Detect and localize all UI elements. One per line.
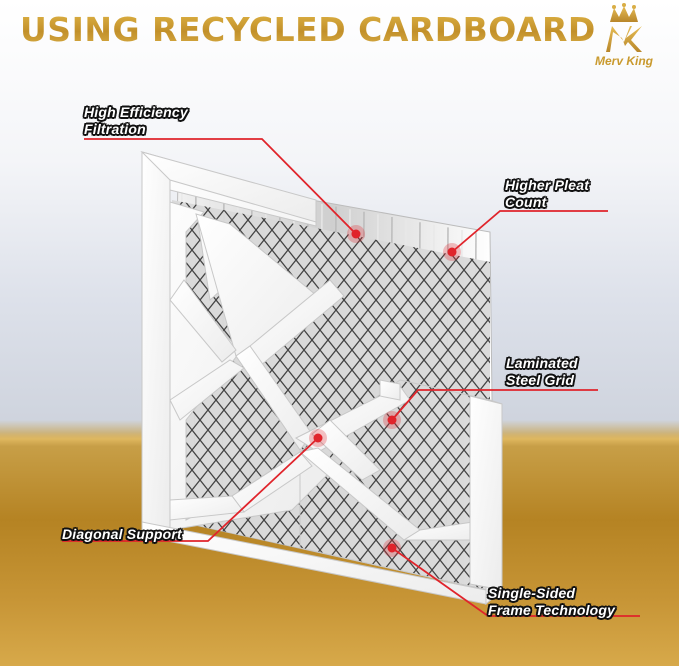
callout-text: Steel Grid (506, 372, 575, 388)
callout-laminated-steel-grid: Laminated Steel Grid (506, 355, 578, 389)
callout-text: Higher Pleat (505, 177, 590, 193)
callout-text: High Efficiency (84, 104, 188, 120)
callout-text: Single-Sided (488, 585, 576, 601)
crown-logo-icon (606, 3, 642, 52)
callout-text: Laminated (506, 355, 578, 371)
callout-diagonal-support: Diagonal Support (62, 526, 182, 543)
callout-text: Frame Technology (488, 602, 616, 618)
callout-single-sided-frame: Single-Sided Frame Technology (488, 585, 615, 619)
callout-lines (62, 138, 640, 617)
callout-text: Diagonal Support (62, 526, 182, 542)
diagonal-supports (140, 151, 503, 606)
brand-name: Merv King (594, 54, 653, 68)
headline: USING RECYCLED CARDBOARD (20, 10, 596, 49)
callout-markers (309, 225, 461, 557)
callout-text: Filtration (84, 121, 146, 137)
callout-high-efficiency-filtration: High Efficiency Filtration (84, 104, 188, 138)
callout-text: Count (505, 194, 547, 210)
callout-higher-pleat-count: Higher Pleat Count (505, 177, 589, 211)
